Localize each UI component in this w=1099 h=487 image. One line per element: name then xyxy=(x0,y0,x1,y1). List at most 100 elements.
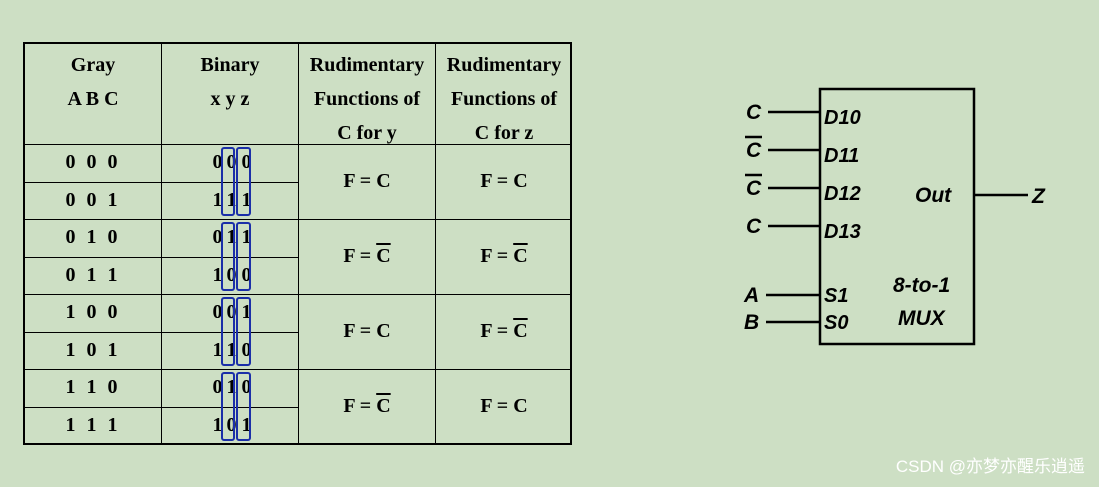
mux-pin-label: D13 xyxy=(824,221,861,243)
bit-pair-highlight xyxy=(236,222,251,291)
header-binary: Binary x y z xyxy=(162,48,298,116)
function-variable: C xyxy=(513,320,528,342)
input-signal-label: C xyxy=(746,215,762,238)
mux-label-line1: 8-to-1 xyxy=(893,274,950,297)
input-signal-label: C xyxy=(746,177,762,200)
binary-bit: 0 xyxy=(241,151,252,173)
function-cell: F = C xyxy=(299,294,435,369)
binary-bit: 1 xyxy=(212,263,223,286)
header-line: A B C xyxy=(67,88,119,110)
function-variable: C xyxy=(376,245,391,267)
column-divider xyxy=(161,44,162,443)
function-variable: C xyxy=(376,170,391,192)
row-divider xyxy=(25,294,570,295)
gray-code-cell: 1 1 0 xyxy=(65,376,121,398)
mux-label-line2: MUX xyxy=(898,307,947,330)
function-variable: C xyxy=(376,395,391,417)
gray-code-cell: 1 1 1 xyxy=(65,413,121,436)
column-divider xyxy=(298,44,299,443)
mux-pin-label: D11 xyxy=(824,145,859,167)
bit-pair-highlight xyxy=(221,222,235,291)
binary-bit: 0 xyxy=(212,226,223,248)
mux-pin-label: S0 xyxy=(824,312,848,334)
header-line: Gray xyxy=(70,54,116,76)
function-variable: C xyxy=(376,320,391,342)
gray-code-cell: 0 0 0 xyxy=(65,151,121,173)
row-divider xyxy=(25,219,570,220)
mux-block xyxy=(818,87,976,346)
gray-code-cell: 0 1 1 xyxy=(65,263,121,286)
function-prefix: F = xyxy=(480,245,514,267)
function-prefix: F = xyxy=(343,395,377,417)
column-divider xyxy=(435,44,436,443)
binary-bit: 1 xyxy=(212,338,223,361)
header-line: Rudimentary xyxy=(309,54,425,76)
function-prefix: F = xyxy=(480,320,514,342)
row-divider xyxy=(25,331,299,333)
header-gray: Gray A B C xyxy=(25,48,161,116)
function-prefix: F = xyxy=(480,170,514,192)
mux-pin-label: D10 xyxy=(824,107,861,129)
mux-pin-label: S1 xyxy=(824,285,848,307)
function-variable: C xyxy=(513,395,528,417)
binary-bit: 0 xyxy=(212,301,223,323)
gray-code-cell: 1 0 1 xyxy=(65,338,121,361)
function-cell: F = C xyxy=(436,219,572,294)
binary-bit: 0 xyxy=(241,338,252,361)
row-divider xyxy=(25,369,570,370)
gray-code-cell: 1 0 0 xyxy=(65,301,121,323)
bit-pair-highlight xyxy=(236,372,251,441)
header-line: Binary xyxy=(200,54,260,76)
binary-bit: 1 xyxy=(241,226,252,248)
binary-bit: 0 xyxy=(226,301,237,323)
function-cell: F = C xyxy=(436,294,572,369)
header-line: Rudimentary xyxy=(446,54,562,76)
binary-bit: 0 xyxy=(226,413,237,436)
row-divider xyxy=(25,406,299,408)
binary-bit: 1 xyxy=(226,226,237,248)
row-divider xyxy=(25,144,570,145)
header-line: Functions of xyxy=(313,88,421,110)
function-variable: C xyxy=(513,245,528,267)
bit-pair-highlight xyxy=(221,297,235,366)
header-line: x y z xyxy=(210,88,250,110)
binary-bit: 1 xyxy=(241,301,252,323)
binary-bit: 1 xyxy=(241,188,252,211)
header-line: C for y xyxy=(337,122,397,144)
watermark: CSDN @亦梦亦醒乐逍遥 xyxy=(895,457,1085,476)
input-signal-label: C xyxy=(746,101,762,124)
gray-code-cell: 0 0 1 xyxy=(65,188,121,211)
binary-bit: 0 xyxy=(212,376,223,398)
binary-bit: 0 xyxy=(241,376,252,398)
mux-output-pin-label: Out xyxy=(915,184,952,207)
bit-pair-highlight xyxy=(221,372,235,441)
mux-pin-label: D12 xyxy=(824,183,861,205)
select-signal-label: A xyxy=(743,284,759,307)
select-signal-label: B xyxy=(744,311,759,334)
bit-pair-highlight xyxy=(236,147,251,216)
header-line: C for z xyxy=(474,122,534,144)
function-prefix: F = xyxy=(343,170,377,192)
header-line: Functions of xyxy=(450,88,558,110)
function-variable: C xyxy=(513,170,528,192)
row-divider xyxy=(25,181,299,183)
binary-bit: 0 xyxy=(226,263,237,286)
function-cell: F = C xyxy=(436,369,572,444)
function-cell: F = C xyxy=(299,369,435,444)
function-cell: F = C xyxy=(299,219,435,294)
binary-bit: 0 xyxy=(212,151,223,173)
binary-bit: 1 xyxy=(226,188,237,211)
binary-bit: 1 xyxy=(226,376,237,398)
binary-bit: 1 xyxy=(226,338,237,361)
bit-pair-highlight xyxy=(236,297,251,366)
